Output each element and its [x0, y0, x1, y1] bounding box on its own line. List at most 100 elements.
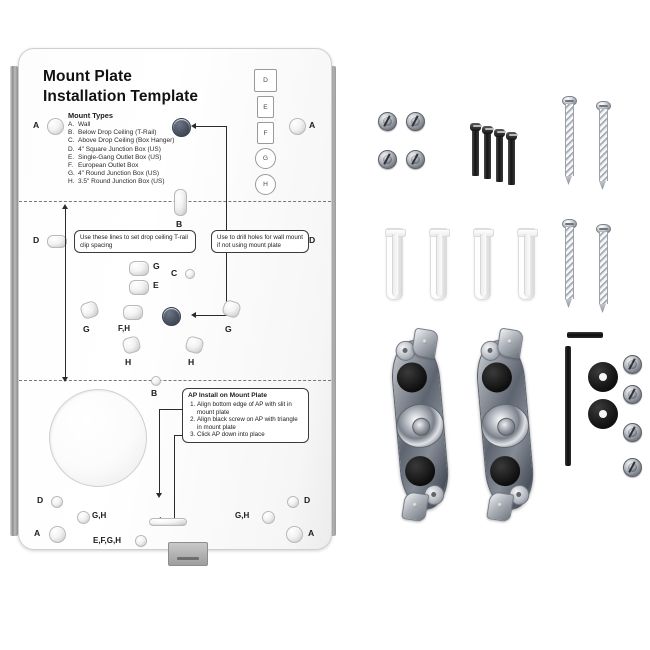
badge-d: D: [254, 69, 277, 92]
hole-c: [185, 269, 195, 279]
badge-f: F: [257, 122, 274, 144]
list-item: A.Wall: [68, 121, 91, 128]
badge-g: G: [255, 148, 276, 169]
label-gh-left: G,H: [92, 511, 107, 520]
leader-line: [174, 435, 175, 520]
list-item: D.4" Square Junction Box (US): [68, 145, 161, 153]
hole-h-right: [184, 334, 205, 356]
plate-rail-right: [328, 66, 336, 536]
black-bolt: [493, 129, 507, 182]
list-item: Click AP down into place: [197, 431, 303, 439]
hex-key-short-arm: [567, 332, 603, 338]
screw-tip: [599, 304, 606, 313]
hole-g-upper: [129, 261, 149, 276]
callout-trail-spacing: Use these lines to set drop ceiling T-ra…: [74, 230, 196, 254]
black-bolt: [481, 126, 495, 179]
hole-b-top: [174, 189, 187, 216]
list-item: F.European Outlet Box: [68, 162, 139, 170]
screw-shaft: [599, 109, 608, 181]
hole-a-right: [289, 118, 306, 135]
leader-arrow-mid: [191, 312, 196, 318]
screw-tip: [599, 181, 606, 190]
label-h-left: H: [125, 357, 132, 367]
title-line-2: Installation Template: [43, 87, 199, 105]
hole-pilot-mid: [162, 307, 181, 326]
leader-line: [159, 409, 160, 494]
hole-a-bottom-left: [49, 526, 66, 543]
screw-tip: [565, 299, 572, 308]
hole-g-left: [78, 299, 101, 321]
rubber-washer: [588, 399, 618, 429]
list-item: H.3.5" Round Junction Box (US): [68, 178, 165, 186]
hole-gh-right: [262, 511, 275, 524]
list-item: G.4" Round Junction Box (US): [68, 170, 160, 178]
machine-screw: [406, 112, 425, 131]
label-a-bottom-right: A: [308, 528, 315, 538]
machine-screw: [378, 150, 397, 169]
hole-g-right: [220, 298, 243, 320]
badge-h: H: [255, 174, 276, 195]
hole-a-left: [47, 118, 64, 135]
wall-anchor: [517, 228, 538, 300]
mount-types-list: A.Wall B.Below Drop Ceiling (T-Rail) C.A…: [68, 121, 174, 187]
screw-shaft: [565, 104, 574, 176]
small-screw: [623, 385, 642, 404]
label-g-right: G: [225, 324, 232, 334]
wall-anchor: [473, 228, 494, 300]
list-item: Align bottom edge of AP with slit in mou…: [197, 401, 303, 416]
callout-ap-title: AP Install on Mount Plate: [188, 392, 268, 399]
label-g-upper: G: [153, 261, 160, 271]
leader-line: [196, 315, 227, 316]
clip-tab: [495, 327, 525, 359]
t-rail-clip: [467, 327, 541, 523]
leader-arrow-top: [191, 123, 196, 129]
label-efgh: E,F,G,H: [93, 536, 122, 545]
anchor-collar: [429, 229, 450, 237]
black-bolt: [505, 132, 519, 185]
hole-d-left: [47, 235, 67, 248]
anchor-collar: [517, 229, 538, 237]
rubber-washer: [588, 362, 618, 392]
hole-d-bottom-left: [51, 496, 63, 508]
hex-key-long-arm: [565, 346, 571, 466]
screw-shaft: [599, 232, 608, 304]
small-screw: [623, 355, 642, 374]
measure-arrow-up: [62, 204, 68, 209]
plate-rail-left: [10, 66, 18, 536]
list-item: C.Above Drop Ceiling (Box Hanger): [68, 137, 175, 145]
leader-line: [159, 409, 183, 410]
label-d-bottom-left: D: [37, 495, 44, 505]
label-a-right: A: [309, 120, 316, 130]
hole-h-left: [121, 334, 142, 356]
mount-plate: Mount Plate Installation Template Mount …: [8, 48, 338, 566]
hole-fh: [123, 305, 143, 320]
label-g-left: G: [83, 324, 90, 334]
leader-line: [196, 126, 227, 127]
black-bolt: [469, 123, 483, 176]
mount-types-heading: Mount Types: [68, 111, 114, 120]
title-line-1: Mount Plate: [43, 68, 132, 85]
hole-a-bottom-right: [286, 526, 303, 543]
hole-gh-left: [77, 511, 90, 524]
anchor-collar: [385, 229, 406, 237]
clip-tab: [401, 490, 430, 523]
screw-shaft: [565, 227, 574, 299]
label-b-bottom: B: [151, 388, 158, 398]
list-item: B.Below Drop Ceiling (T-Rail): [68, 129, 157, 137]
leader-arrow-slit: [156, 493, 162, 498]
measure-line: [65, 209, 66, 377]
label-e: E: [153, 280, 159, 290]
label-fh: F,H: [118, 324, 130, 333]
label-a-left: A: [33, 120, 40, 130]
dashed-line-bottom: [19, 380, 331, 381]
hole-e: [129, 280, 149, 295]
label-h-right: H: [188, 357, 195, 367]
clip-tab: [410, 327, 440, 359]
label-c: C: [171, 268, 178, 278]
small-screw: [623, 423, 642, 442]
label-d-left: D: [33, 235, 40, 245]
hole-b-bottom: [151, 376, 161, 386]
small-screw: [623, 458, 642, 477]
measure-arrow-down: [62, 377, 68, 382]
